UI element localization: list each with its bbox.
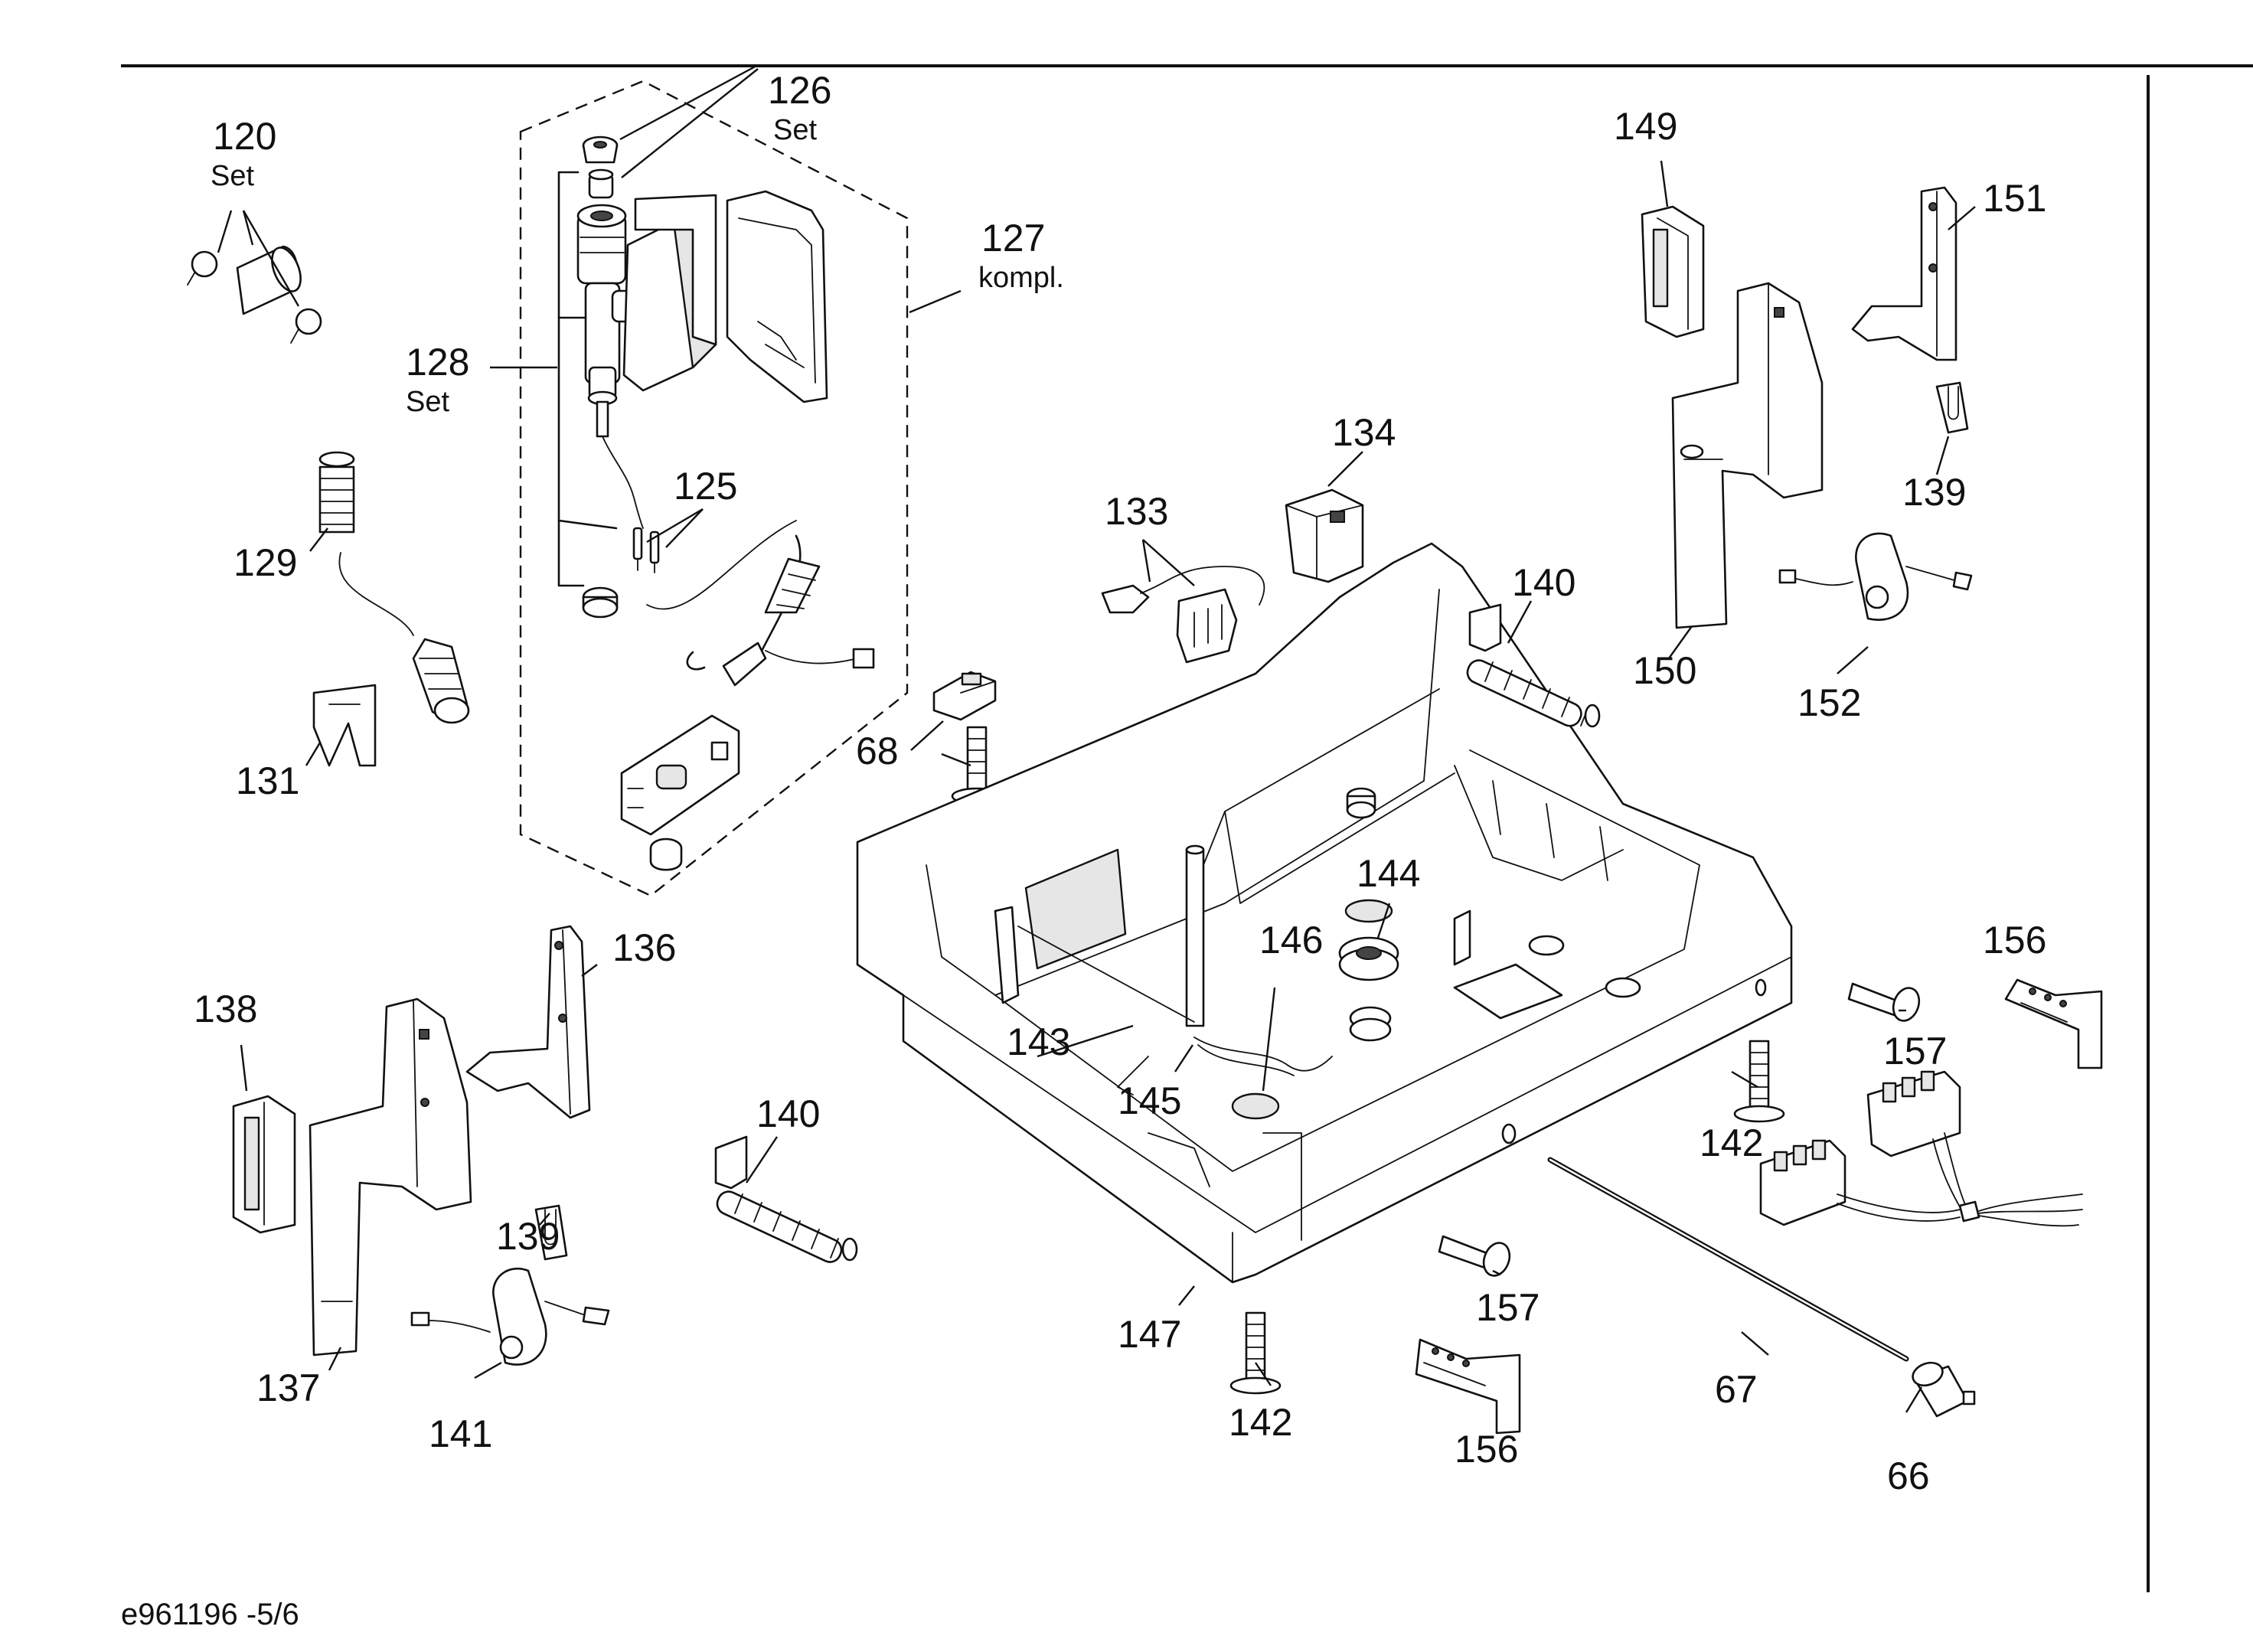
part-157-bolt-lower — [1438, 1235, 1511, 1277]
callout-127-note: kompl. — [978, 262, 1064, 294]
callout-128-note: Set — [406, 386, 449, 418]
part-125-connectors — [632, 527, 660, 573]
callout-156-lower: 156 — [1455, 1428, 1518, 1471]
callout-143: 143 — [1007, 1020, 1070, 1063]
callout-142-upper: 142 — [1700, 1121, 1763, 1164]
part-136-bracket — [465, 925, 591, 1119]
part-156-strip-lower — [1415, 1338, 1521, 1435]
part-156-strip-upper — [2004, 978, 2103, 1069]
callout-120: 120 — [213, 115, 276, 158]
set-128-bracket — [557, 171, 585, 587]
callout-139-lower: 139 — [496, 1215, 560, 1258]
part-152-sensor — [1778, 532, 1973, 621]
part-67-rod — [1547, 1157, 1909, 1362]
callout-157-lower: 157 — [1476, 1286, 1540, 1329]
part-127-housing — [622, 190, 828, 403]
callout-labels: 120 Set 126 Set 127 kompl. 128 Set 125 1… — [194, 69, 2046, 1497]
leader-lines — [217, 64, 1976, 1413]
kit-bottom-panel — [620, 714, 740, 871]
callout-149: 149 — [1614, 105, 1677, 148]
callout-128: 128 — [406, 341, 469, 384]
callout-120-note: Set — [211, 160, 254, 192]
part-140-spring-lower — [714, 1135, 858, 1263]
part-137-bracket — [309, 997, 472, 1357]
valve-wire — [602, 436, 644, 529]
part-133-cable — [1101, 566, 1265, 664]
kit-127-dashed-outline — [519, 80, 909, 897]
part-127-hose — [646, 520, 875, 687]
part-131-clip — [312, 684, 377, 767]
part-66-knob — [1912, 1361, 1976, 1418]
part-129-spring — [318, 451, 470, 724]
callout-131: 131 — [236, 759, 299, 802]
callout-134: 134 — [1332, 411, 1396, 454]
part-wiring-connectors — [1759, 1070, 2083, 1227]
callout-67: 67 — [1715, 1368, 1758, 1411]
callout-66: 66 — [1887, 1454, 1930, 1497]
callout-146: 146 — [1259, 919, 1323, 961]
part-157-bolt-upper — [1847, 982, 1921, 1022]
part-149-cover — [1641, 205, 1705, 338]
drawing-id: e961196 -5/6 — [121, 1598, 299, 1631]
callout-152: 152 — [1798, 681, 1861, 724]
part-151-bracket — [1851, 186, 1957, 361]
callout-151: 151 — [1983, 177, 2046, 220]
set-128-tick2 — [557, 519, 618, 530]
part-150-bracket — [1671, 282, 1824, 629]
part-141-sensor — [410, 1267, 610, 1366]
callout-144: 144 — [1357, 852, 1420, 895]
callout-126-note: Set — [773, 114, 817, 146]
part-139-clip-upper — [1935, 381, 1969, 434]
callout-140-upper: 140 — [1512, 561, 1575, 604]
part-140-spring-upper — [1466, 603, 1601, 728]
part-142-screw-lower — [1229, 1311, 1282, 1395]
callout-127: 127 — [981, 217, 1045, 260]
callout-142-lower: 142 — [1229, 1401, 1292, 1444]
callout-156-upper: 156 — [1983, 919, 2046, 961]
kit-nut — [582, 586, 619, 619]
callout-126: 126 — [768, 69, 831, 112]
callout-133: 133 — [1105, 490, 1168, 533]
part-126-cap-set — [582, 135, 619, 199]
callout-140-lower: 140 — [756, 1092, 820, 1135]
callout-150: 150 — [1633, 649, 1696, 692]
callout-138: 138 — [194, 988, 257, 1030]
part-68-block — [932, 671, 997, 721]
part-134-box — [1285, 488, 1364, 583]
part-147-base-tub — [856, 542, 1793, 1284]
callout-68: 68 — [856, 730, 899, 772]
callout-137: 137 — [256, 1366, 320, 1409]
callout-139-upper: 139 — [1902, 471, 1966, 514]
callout-147: 147 — [1118, 1313, 1181, 1356]
part-142-screw-upper — [1733, 1040, 1785, 1123]
part-138-cover — [232, 1095, 296, 1234]
callout-157-upper: 157 — [1883, 1030, 1947, 1072]
callout-145: 145 — [1118, 1079, 1181, 1122]
callout-125: 125 — [674, 465, 737, 508]
callout-129: 129 — [233, 541, 297, 584]
callout-136: 136 — [612, 926, 676, 969]
callout-141: 141 — [429, 1412, 492, 1455]
part-120-hose-set — [187, 245, 322, 344]
